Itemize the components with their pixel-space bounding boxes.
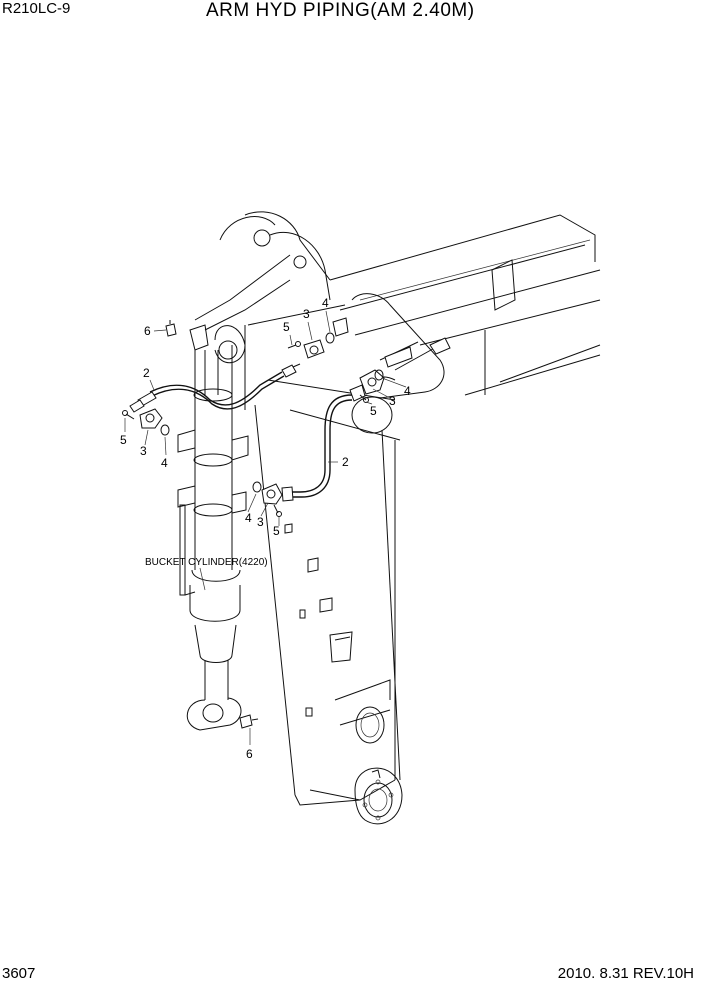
page-title: ARM HYD PIPING(AM 2.40M) [206, 0, 475, 21]
callout-3-left: 3 [140, 444, 147, 458]
callout-5-right: 5 [370, 404, 377, 418]
callout-2-right: 2 [342, 455, 349, 469]
hose-left [129, 363, 301, 413]
grease-fitting-top [165, 320, 177, 337]
callout-5-top: 5 [283, 320, 290, 334]
callout-numbers: 6 2 5 3 4 5 3 4 4 5 3 2 4 3 5 6 [120, 296, 411, 761]
callout-3-top: 3 [303, 307, 310, 321]
hose-right [281, 384, 366, 502]
fitting-upper [287, 317, 349, 359]
callout-3-right: 3 [389, 394, 396, 408]
callout-5-left: 5 [120, 433, 127, 447]
callout-3-lower: 3 [257, 515, 264, 529]
fitting-lower [252, 481, 283, 517]
arm-boom [329, 214, 601, 434]
fitting-right [359, 337, 451, 403]
page-number: 3607 [2, 965, 36, 982]
callout-4-top: 4 [322, 296, 329, 310]
fitting-left [122, 408, 170, 436]
bucket-cylinder-label: BUCKET CYLINDER(4220) [145, 557, 268, 568]
callout-6-bottom: 6 [246, 747, 253, 761]
bucket-cylinder [177, 324, 259, 731]
leader-lines [124, 310, 407, 745]
arm-body [194, 211, 403, 825]
callout-4-right: 4 [404, 384, 411, 398]
callout-2-left: 2 [143, 366, 150, 380]
revision-date: 2010. 8.31 REV.10H [557, 965, 694, 982]
callout-4-lower: 4 [245, 511, 252, 525]
callout-6-top: 6 [144, 324, 151, 338]
callout-5-lower: 5 [273, 524, 280, 538]
callout-4-left: 4 [161, 456, 168, 470]
model-code: R210LC-9 [2, 0, 71, 17]
